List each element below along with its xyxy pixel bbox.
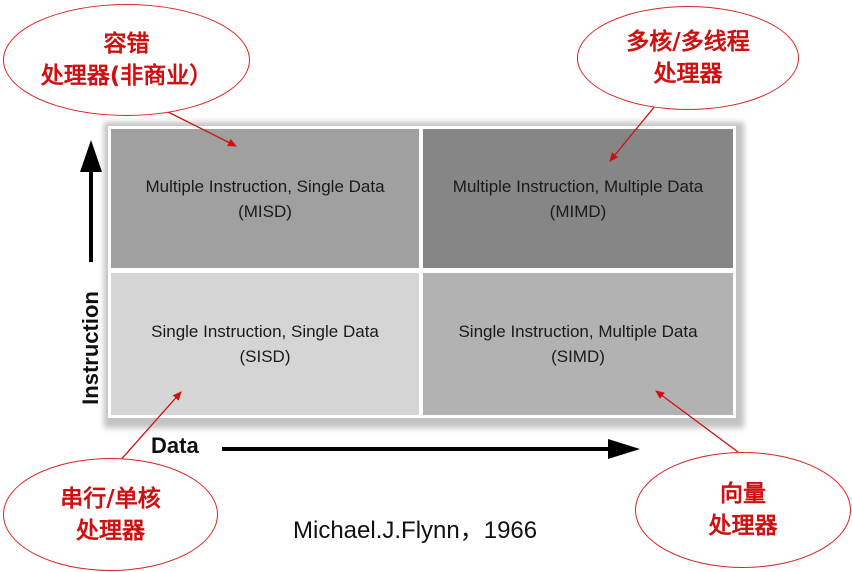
quadrant-mimd-abbr: (MIMD) — [549, 201, 607, 221]
callout-serial-line2: 处理器 — [76, 517, 145, 544]
quadrant-misd-abbr: (MISD) — [238, 201, 292, 221]
y-axis-arrowhead — [80, 140, 102, 172]
callout-fault-tolerant: 容错 处理器(非商业） — [3, 4, 250, 116]
callout-vector-line2: 处理器 — [708, 513, 778, 539]
callout-vector-line1: 向量 — [720, 481, 766, 507]
pointer-top-right — [609, 99, 661, 162]
x-axis-label: Data — [151, 433, 199, 458]
pointer-top-left — [157, 106, 237, 147]
quadrant-sisd: Single Instruction, Single Data (SISD) — [111, 273, 419, 415]
callout-serial-line1: 串行/单核 — [60, 485, 161, 512]
flynn-taxonomy-grid: Multiple Instruction, Single Data (MISD)… — [108, 126, 736, 418]
callout-multicore-line2: 处理器 — [653, 61, 723, 87]
x-axis-arrowhead — [608, 439, 640, 459]
quadrant-misd: Multiple Instruction, Single Data (MISD) — [111, 129, 419, 268]
pointer-bottom-right — [655, 390, 739, 453]
quadrant-mimd-title: Multiple Instruction, Multiple Data — [452, 176, 704, 196]
quadrant-simd: Single Instruction, Multiple Data (SIMD) — [423, 273, 733, 415]
callout-fault-tolerant-line2: 处理器(非商业） — [40, 63, 213, 89]
callout-multicore-line1: 多核/多线程 — [626, 29, 750, 55]
callout-fault-tolerant-line1: 容错 — [103, 31, 150, 57]
quadrant-misd-title: Multiple Instruction, Single Data — [145, 176, 385, 196]
callout-multicore: 多核/多线程 处理器 — [577, 6, 799, 110]
quadrant-simd-abbr: (SIMD) — [551, 347, 605, 366]
quadrant-mimd: Multiple Instruction, Multiple Data (MIM… — [423, 129, 733, 268]
callout-serial: 串行/单核 处理器 — [3, 458, 218, 571]
quadrant-sisd-title: Single Instruction, Single Data — [151, 322, 379, 341]
quadrant-simd-title: Single Instruction, Multiple Data — [458, 322, 698, 341]
author-credit: Michael.J.Flynn，1966 — [293, 517, 538, 544]
quadrant-sisd-abbr: (SISD) — [239, 347, 291, 366]
callout-vector: 向量 处理器 — [635, 452, 851, 568]
